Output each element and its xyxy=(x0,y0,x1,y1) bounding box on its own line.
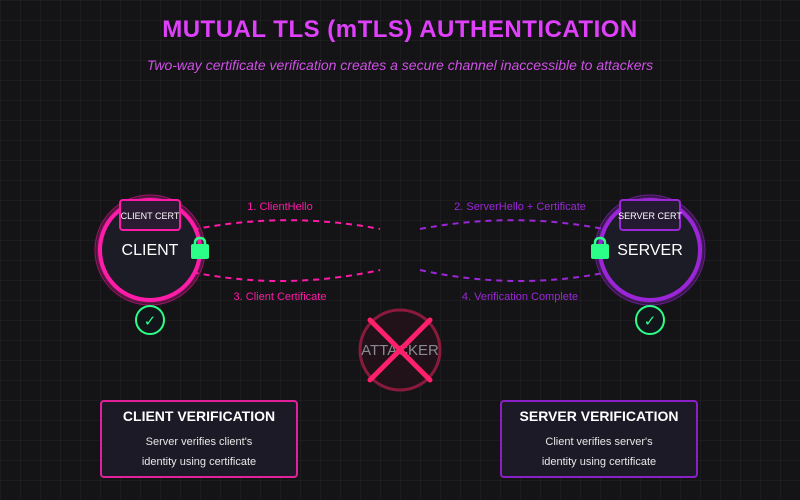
server-node: SERVER CERT SERVER ✓ xyxy=(591,194,706,335)
client-cert-label: CLIENT CERT xyxy=(121,211,180,221)
client-verification-line-1: Server verifies client's xyxy=(145,436,253,448)
server-verification-line-2: identity using certificate xyxy=(541,456,657,468)
step-label-1: 1. ClientHello xyxy=(247,201,312,213)
step-label-3: 3. Client Certificate xyxy=(234,291,327,303)
server-verification-line-1: Client verifies server's xyxy=(545,436,653,448)
server-check-glyph: ✓ xyxy=(644,312,657,330)
check-icon: ✓ xyxy=(635,305,665,335)
client-verification-card: CLIENT VERIFICATION Server verifies clie… xyxy=(100,400,298,478)
server-cert-badge xyxy=(619,199,681,231)
blocked-x-icon xyxy=(367,317,433,383)
page-subtitle: Two-way certificate verification creates… xyxy=(146,57,654,73)
path-server-hello xyxy=(419,219,619,233)
step-label-2: 2. ServerHello + Certificate xyxy=(454,201,586,213)
client-verification-title: CLIENT VERIFICATION xyxy=(122,408,276,424)
server-label: SERVER xyxy=(617,242,683,259)
step-label-4: 4. Verification Complete xyxy=(462,291,578,303)
path-client-certificate xyxy=(181,269,381,282)
client-check-glyph: ✓ xyxy=(144,312,157,330)
client-node: CLIENT CERT CLIENT ✓ xyxy=(94,194,209,335)
server-verification-card: SERVER VERIFICATION Client verifies serv… xyxy=(500,400,698,478)
lock-icon xyxy=(191,236,209,259)
page-title: MUTUAL TLS (mTLS) AUTHENTICATION xyxy=(162,16,638,43)
server-cert-label: SERVER CERT xyxy=(618,211,682,221)
server-verification-title: SERVER VERIFICATION xyxy=(519,408,679,424)
path-client-hello xyxy=(181,219,381,233)
client-verification-line-2: identity using certificate xyxy=(141,456,257,468)
client-label: CLIENT xyxy=(122,242,179,259)
client-cert-badge xyxy=(119,199,181,231)
path-verification-complete xyxy=(419,269,619,282)
check-icon: ✓ xyxy=(135,305,165,335)
lock-icon xyxy=(591,236,609,259)
attacker-node: ATTACKER xyxy=(358,308,442,392)
